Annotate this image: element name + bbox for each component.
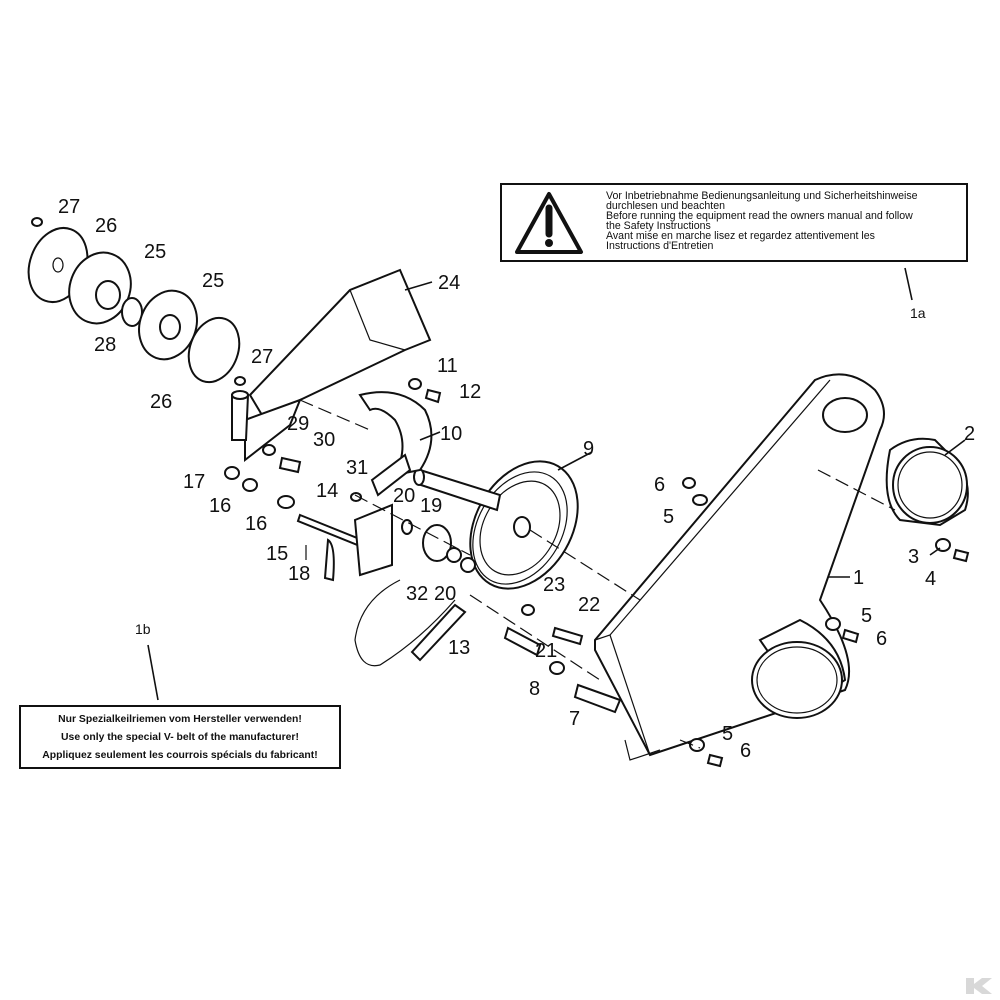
callout-5b: 5 bbox=[861, 605, 872, 627]
callout-3: 3 bbox=[908, 546, 919, 568]
callout-6a: 6 bbox=[654, 474, 665, 496]
warning-triangle-icon bbox=[515, 192, 583, 254]
callout-7: 7 bbox=[569, 708, 580, 730]
callout-25a: 25 bbox=[144, 241, 166, 263]
callout-27a: 27 bbox=[58, 196, 80, 218]
callout-6c: 6 bbox=[740, 740, 751, 762]
warning-line: durchlesen und beachten bbox=[606, 200, 725, 212]
callout-16a: 16 bbox=[209, 495, 231, 517]
warning-line: Before running the equipment read the ow… bbox=[606, 210, 913, 222]
callout-18: 18 bbox=[288, 563, 310, 585]
callout-26a: 26 bbox=[95, 215, 117, 237]
callout-1: 1 bbox=[853, 567, 864, 589]
callout-2: 2 bbox=[964, 423, 975, 445]
v-belt bbox=[354, 579, 456, 667]
callout-11: 11 bbox=[437, 355, 458, 377]
belt-label: Nur Spezialkeilriemen vom Hersteller ver… bbox=[19, 705, 341, 769]
callout-4: 4 bbox=[925, 568, 936, 590]
drum-part bbox=[751, 618, 847, 719]
callout-6b: 6 bbox=[876, 628, 887, 650]
callout-labels: 1 2 3 4 5 6 5 6 5 6 7 8 9 10 11 12 13 14… bbox=[58, 196, 975, 762]
callout-5c: 5 bbox=[722, 723, 733, 745]
warning-line: Vor Inbetriebnahme Bedienungsanleitung u… bbox=[606, 190, 918, 202]
callout-17: 17 bbox=[183, 471, 205, 493]
callout-30: 30 bbox=[313, 429, 335, 451]
callout-28: 28 bbox=[94, 334, 116, 356]
callout-27b: 27 bbox=[251, 346, 273, 368]
callout-8: 8 bbox=[529, 678, 540, 700]
callout-26b: 26 bbox=[150, 391, 172, 413]
belt-text: Nur Spezialkeilriemen vom Hersteller ver… bbox=[21, 711, 339, 765]
warning-line: Avant mise en marche lisez et regardez a… bbox=[606, 230, 875, 242]
callout-1a: 1a bbox=[910, 305, 926, 321]
callout-29: 29 bbox=[287, 413, 309, 435]
callout-22: 22 bbox=[578, 594, 600, 616]
callout-32: 32 bbox=[406, 583, 428, 605]
callout-12: 12 bbox=[459, 381, 481, 403]
callout-9: 9 bbox=[583, 438, 594, 460]
warning-line: Instructions d'Entretien bbox=[606, 240, 714, 252]
guard-part-10 bbox=[358, 391, 433, 497]
callout-14: 14 bbox=[316, 480, 338, 502]
callout-20b: 20 bbox=[434, 583, 456, 605]
callout-25b: 25 bbox=[202, 270, 224, 292]
callout-24: 24 bbox=[438, 272, 460, 294]
leader-lines bbox=[147, 267, 966, 701]
callout-16b: 16 bbox=[245, 513, 267, 535]
callout-20a: 20 bbox=[393, 485, 415, 507]
cap-part-2 bbox=[885, 437, 969, 527]
brand-logo-icon bbox=[966, 978, 992, 994]
callout-15: 15 bbox=[266, 543, 288, 565]
callout-21: 21 bbox=[535, 640, 557, 662]
alignment-lines bbox=[299, 399, 896, 749]
warning-text: Vor Inbetriebnahme Bedienungsanleitung u… bbox=[606, 190, 966, 252]
belt-line: Nur Spezialkeilriemen vom Hersteller ver… bbox=[58, 714, 302, 725]
callout-10: 10 bbox=[440, 423, 462, 445]
callout-31: 31 bbox=[346, 457, 368, 479]
hardware-parts bbox=[224, 378, 970, 768]
belt-line: Use only the special V- belt of the manu… bbox=[61, 732, 299, 743]
callout-13: 13 bbox=[448, 637, 470, 659]
callout-19: 19 bbox=[420, 495, 442, 517]
callout-23: 23 bbox=[543, 574, 565, 596]
warning-label: Vor Inbetriebnahme Bedienungsanleitung u… bbox=[500, 183, 968, 262]
callout-5a: 5 bbox=[663, 506, 674, 528]
disc-assembly bbox=[27, 217, 246, 386]
warning-line: the Safety Instructions bbox=[606, 220, 711, 232]
pulley-part-9 bbox=[413, 460, 579, 590]
bracket-part-24 bbox=[231, 268, 432, 463]
callout-1b: 1b bbox=[135, 621, 151, 637]
belt-line: Appliquez seulement les courrois spécial… bbox=[42, 750, 318, 761]
housing-part bbox=[594, 373, 885, 761]
